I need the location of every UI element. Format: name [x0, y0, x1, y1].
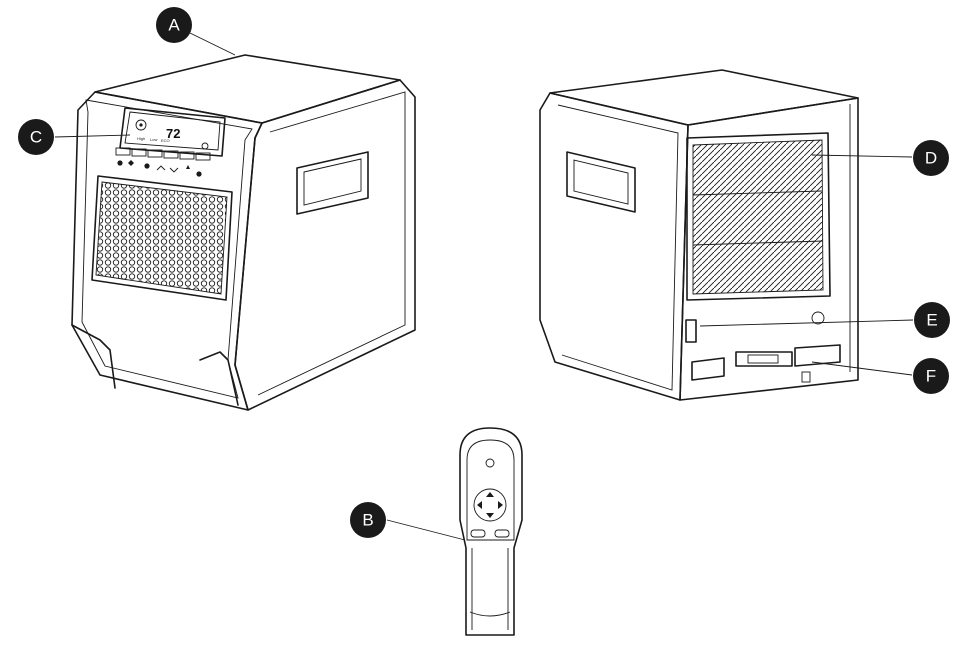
- front-heater-front-face: [71, 91, 263, 411]
- side-handle-recess: [303, 158, 362, 206]
- back-side-handle-recess: [573, 159, 629, 205]
- leader-line-f: [811, 361, 913, 376]
- back-side-handle: [566, 151, 636, 213]
- callout-e-badge: [914, 302, 950, 338]
- rear-filter-divider-2: [692, 240, 824, 246]
- front-grille-frame: [91, 175, 233, 301]
- callout-b-badge: [350, 502, 386, 538]
- rear-filter-divider-1: [692, 190, 823, 196]
- callout-c-badge: [18, 119, 54, 155]
- leader-line-b: [386, 519, 466, 541]
- chevron-down-icon: [169, 167, 179, 173]
- fan-icon-hub: [139, 123, 143, 127]
- leader-line-d: [811, 154, 913, 158]
- remote-right-arrow-icon[interactable]: [498, 501, 503, 509]
- panel-button-down[interactable]: [179, 151, 195, 160]
- mode-label-eco: ECO: [161, 138, 170, 143]
- front-heater-side-inner-edge: [257, 91, 406, 396]
- cord-hook-left: [691, 357, 725, 381]
- callout-e: E: [914, 302, 950, 338]
- rear-foot: [801, 371, 811, 383]
- callout-a: A: [156, 7, 192, 43]
- remote-power-button[interactable]: [485, 458, 495, 468]
- thermostat-icon: [201, 142, 209, 150]
- panel-icon-row: [117, 160, 202, 177]
- front-foot-left: [71, 324, 116, 389]
- panel-button-mode[interactable]: [131, 148, 147, 157]
- remote-grip-curve: [469, 611, 511, 617]
- callout-f-badge: [913, 358, 949, 394]
- remote-down-arrow-icon[interactable]: [486, 513, 494, 518]
- back-heater-side-inner-edge: [557, 104, 679, 391]
- fan-icon: [135, 119, 147, 131]
- leader-line-a: [189, 32, 236, 56]
- cord-wrap-bracket: [735, 351, 793, 367]
- callout-a-label: A: [168, 16, 180, 35]
- rear-filter-louvers: [692, 139, 824, 295]
- callout-e-label: E: [926, 311, 937, 330]
- power-switch[interactable]: [685, 319, 697, 343]
- display-readout: 72: [166, 126, 180, 141]
- back-heater-back-face: [679, 97, 859, 401]
- mode-label-high: High: [137, 136, 145, 141]
- settings-icon: [196, 171, 202, 177]
- callout-b: B: [350, 502, 386, 538]
- leader-line-c: [54, 134, 131, 138]
- rear-screw-hole: [811, 311, 825, 325]
- rear-filter-frame: [686, 132, 831, 301]
- panel-button-up[interactable]: [163, 150, 179, 159]
- eco-icon: [144, 163, 150, 169]
- callout-f: F: [913, 358, 949, 394]
- front-heater: 72 High Low ECO: [71, 54, 416, 411]
- leader-line-e: [699, 319, 914, 327]
- panel-button-eco[interactable]: [147, 149, 163, 158]
- remote-dpad[interactable]: [473, 488, 507, 522]
- callout-d-badge: [913, 140, 949, 176]
- front-foot-right: [199, 351, 239, 406]
- snowflake-icon: [128, 160, 134, 166]
- panel-button-power[interactable]: [115, 147, 131, 156]
- callout-c-label: C: [30, 128, 42, 147]
- back-heater-top-face: [549, 69, 859, 126]
- remote-grip-lines: [471, 548, 509, 630]
- remote-left-arrow-icon[interactable]: [477, 501, 482, 509]
- mode-label-low: Low: [150, 137, 157, 142]
- power-icon: [117, 160, 123, 166]
- panel-button-timer[interactable]: [195, 152, 211, 161]
- timer-icon: [186, 165, 190, 169]
- control-panel-display-frame: [124, 111, 221, 151]
- cord-plug-socket: [747, 354, 779, 364]
- callout-b-label: B: [362, 511, 373, 530]
- callout-c: C: [18, 119, 54, 155]
- cord-hook-right: [794, 344, 841, 367]
- panel-button-row: [115, 147, 211, 161]
- remote-eco-button[interactable]: [494, 529, 510, 538]
- front-heater-side-face: [234, 79, 416, 411]
- leader-lines: [54, 32, 914, 541]
- chevron-up-icon: [156, 165, 166, 171]
- remote-timer-button[interactable]: [470, 529, 486, 538]
- remote-button-panel: [466, 439, 515, 541]
- callout-d-label: D: [925, 149, 937, 168]
- remote-control: [459, 427, 523, 636]
- front-grille-honeycomb: [95, 181, 228, 295]
- control-panel: [119, 107, 226, 157]
- remote-up-arrow-icon[interactable]: [486, 492, 494, 497]
- front-heater-front-bezel: [81, 99, 253, 399]
- remote-body: [459, 427, 523, 636]
- callout-d: D: [913, 140, 949, 176]
- back-heater-side-face: [539, 92, 689, 401]
- callout-a-badge: [156, 7, 192, 43]
- side-handle: [296, 151, 369, 215]
- back-heater: [539, 69, 859, 401]
- callout-f-label: F: [926, 367, 936, 386]
